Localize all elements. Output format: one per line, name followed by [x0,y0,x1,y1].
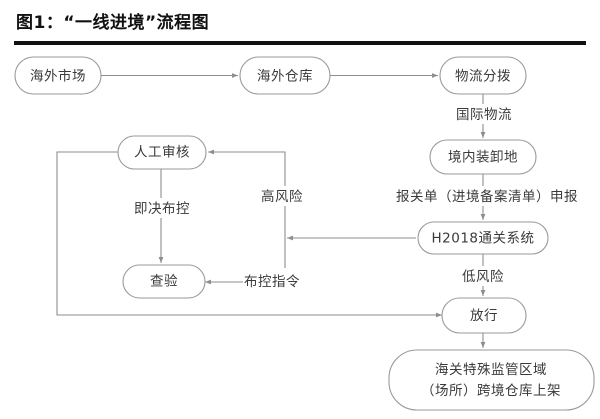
node-label-bonded-warehouse-line2: （场所）跨境仓库上架 [421,383,561,399]
edge-label-layer: 国际物流 报关单（进境备案清单）申报 高风险 低风险 即决布控 布控指令 [119,104,595,290]
node-label-release: 放行 [470,308,498,324]
page-title: 图1：“一线进境”流程图 [16,13,210,33]
node-inspection[interactable]: 查验 [122,264,206,299]
node-domestic-loading[interactable]: 境内装卸地 [429,139,537,175]
node-label-h2018-system: H2018通关系统 [431,231,534,247]
node-manual-review[interactable]: 人工审核 [117,135,207,170]
node-label-overseas-warehouse: 海外仓库 [257,69,313,85]
node-release[interactable]: 放行 [441,297,527,334]
node-label-inspection: 查验 [150,274,178,290]
edge-label-immediate-control: 即决布控 [134,201,190,217]
edge-label-declaration: 报关单（进境备案清单）申报 [396,188,578,205]
node-label-overseas-market: 海外市场 [30,68,86,85]
edge-label-high-risk: 高风险 [261,188,303,205]
edge-label-international-logistics: 国际物流 [456,107,512,123]
edge-label-low-risk: 低风险 [462,269,504,285]
node-overseas-warehouse[interactable]: 海外仓库 [239,56,331,95]
edge-manual-review-to-release [56,151,442,318]
edge-label-control-order: 布控指令 [244,274,300,290]
title-divider [14,41,586,45]
node-overseas-market[interactable]: 海外市场 [14,56,102,95]
node-h2018-system[interactable]: H2018通关系统 [417,221,549,255]
node-label-bonded-warehouse-line1: 海关特殊监管区域 [435,362,547,378]
node-bonded-warehouse[interactable]: 海关特殊监管区域 （场所）跨境仓库上架 [388,349,595,411]
node-label-manual-review: 人工审核 [134,145,190,161]
node-label-domestic-loading: 境内装卸地 [448,150,518,166]
edge-junction-to-manual-review [208,149,286,238]
node-label-logistics-sorting: 物流分拨 [455,69,511,85]
node-logistics-sorting[interactable]: 物流分拨 [439,56,527,95]
